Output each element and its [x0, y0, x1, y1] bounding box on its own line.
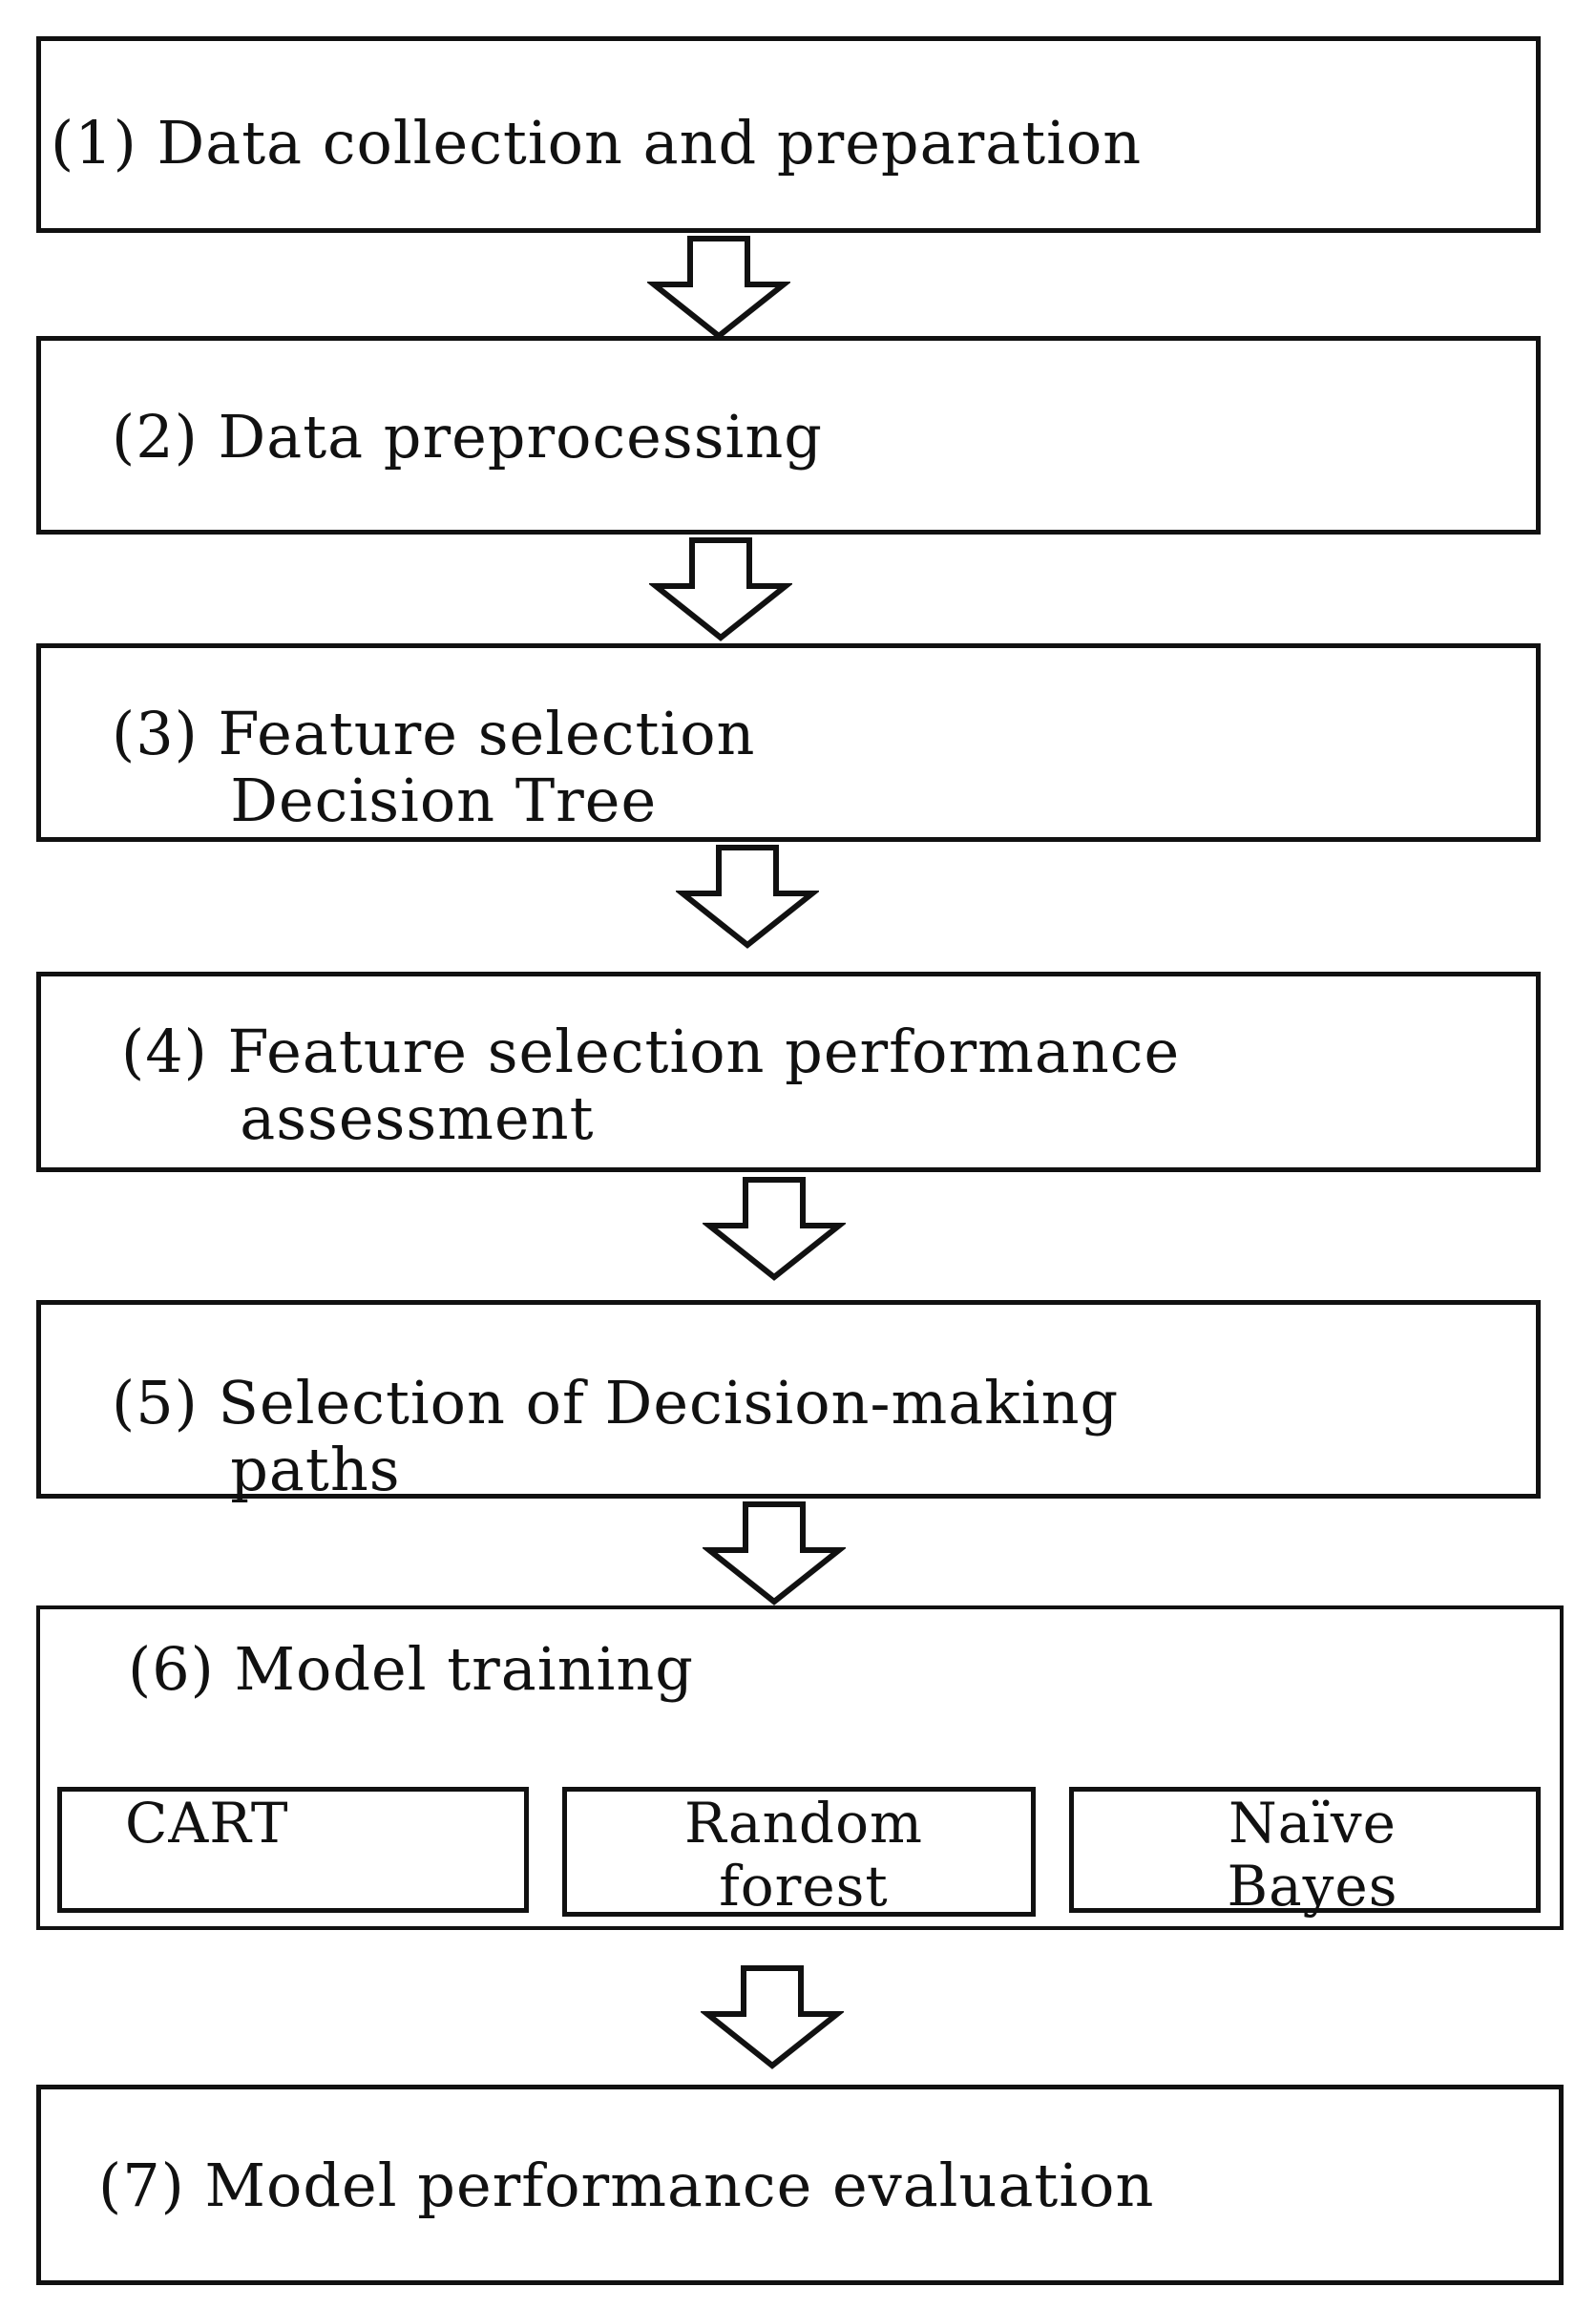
step-1-box: (1) Data collection and preparation [36, 36, 1541, 233]
step-2-label: (2) Data preprocessing [112, 402, 823, 472]
model-naive-bayes-label: Naïve Bayes [1227, 1791, 1398, 1919]
model-cart-box: CART [57, 1787, 529, 1913]
step-7-label: (7) Model performance evaluation [98, 2151, 1155, 2220]
down-arrow-icon [703, 1500, 846, 1605]
step-5-label: (5) Selection of Decision-making paths [112, 1368, 1120, 1504]
model-random-forest-label: Random forest [684, 1791, 923, 1919]
step-4-label: (4) Feature selection performance assess… [121, 1017, 1181, 1153]
down-arrow-icon [701, 1964, 844, 2069]
step-3-label: (3) Feature selection Decision Tree [112, 699, 756, 835]
model-random-forest-box: Random forest [562, 1787, 1036, 1919]
step-3-box: (3) Feature selection Decision Tree [36, 643, 1541, 842]
step-4-box: (4) Feature selection performance assess… [36, 972, 1541, 1172]
model-naive-bayes-box: Naïve Bayes [1069, 1787, 1541, 1918]
step-2-box: (2) Data preprocessing [36, 336, 1541, 535]
model-cart-label: CART [125, 1791, 289, 1856]
down-arrow-icon [676, 844, 819, 949]
step-6-label: (6) Model training [128, 1634, 694, 1704]
step-7-box: (7) Model performance evaluation [36, 2085, 1564, 2285]
down-arrow-icon [649, 536, 792, 641]
down-arrow-icon [647, 235, 790, 340]
down-arrow-icon [703, 1176, 846, 1281]
step-1-label: (1) Data collection and preparation [51, 108, 1143, 178]
step-6-box: (6) Model training CART Random forest Na… [36, 1605, 1564, 1930]
step-5-box: (5) Selection of Decision-making paths [36, 1300, 1541, 1503]
